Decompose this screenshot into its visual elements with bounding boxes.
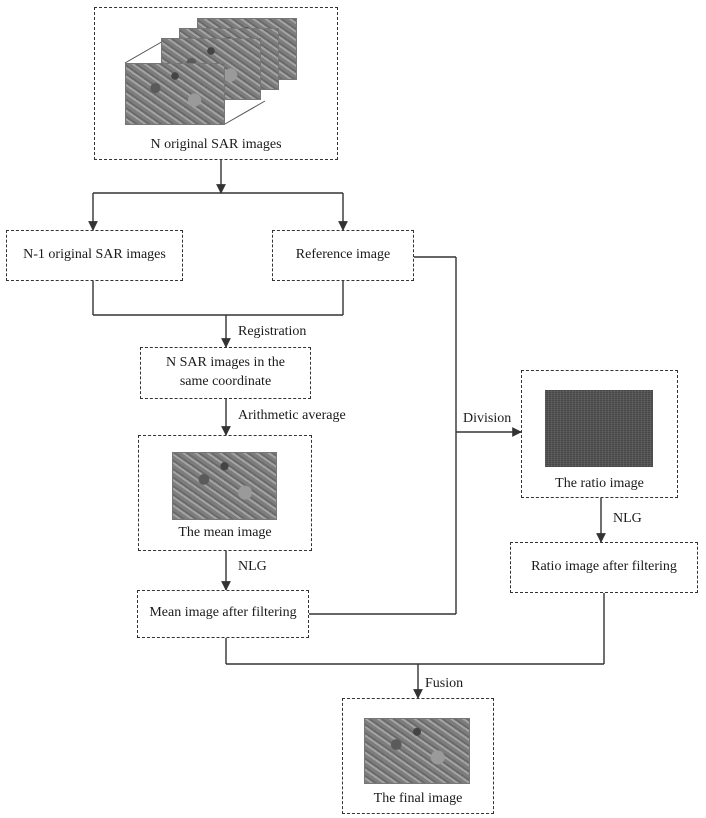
node-ratio-filtered: Ratio image after filtering	[510, 542, 698, 593]
edge-label-fusion: Fusion	[425, 676, 464, 691]
node-ratio-image: The ratio image	[521, 370, 678, 498]
node-final-image: The final image	[342, 698, 494, 814]
node-mean-filtered-label: Mean image after filtering	[149, 605, 297, 620]
edge-label-nlg-mean: NLG	[238, 559, 267, 574]
edge-label-nlg-ratio: NLG	[613, 511, 642, 526]
node-same-coordinate: N SAR images in the same coordinate	[140, 347, 311, 399]
node-same-coordinate-line2: same coordinate	[179, 374, 272, 389]
stacked-sar-images	[121, 18, 301, 128]
edge-label-registration: Registration	[238, 324, 307, 339]
mean-image-thumbnail	[172, 452, 277, 520]
final-image-thumbnail	[364, 718, 470, 784]
node-ratio-filtered-label: Ratio image after filtering	[531, 559, 677, 574]
node-reference-image: Reference image	[272, 230, 414, 281]
ratio-image-thumbnail	[545, 390, 653, 467]
edge-label-division: Division	[463, 411, 512, 426]
sar-image-layer-1	[125, 63, 225, 125]
node-ratio-image-label: The ratio image	[555, 476, 644, 491]
node-same-coordinate-line1: N SAR images in the	[166, 355, 285, 370]
node-mean-image-label: The mean image	[178, 525, 272, 540]
node-original-sar-images-label: N original SAR images	[150, 137, 282, 152]
node-n-minus-one-images: N-1 original SAR images	[6, 230, 183, 281]
node-n-minus-one-label: N-1 original SAR images	[23, 247, 166, 262]
node-mean-filtered: Mean image after filtering	[137, 590, 309, 638]
node-final-image-label: The final image	[373, 791, 463, 806]
node-mean-image: The mean image	[138, 435, 312, 551]
edge-label-arithmetic-average: Arithmetic average	[238, 408, 346, 423]
node-original-sar-images: N original SAR images	[94, 7, 338, 160]
node-reference-label: Reference image	[295, 247, 391, 262]
